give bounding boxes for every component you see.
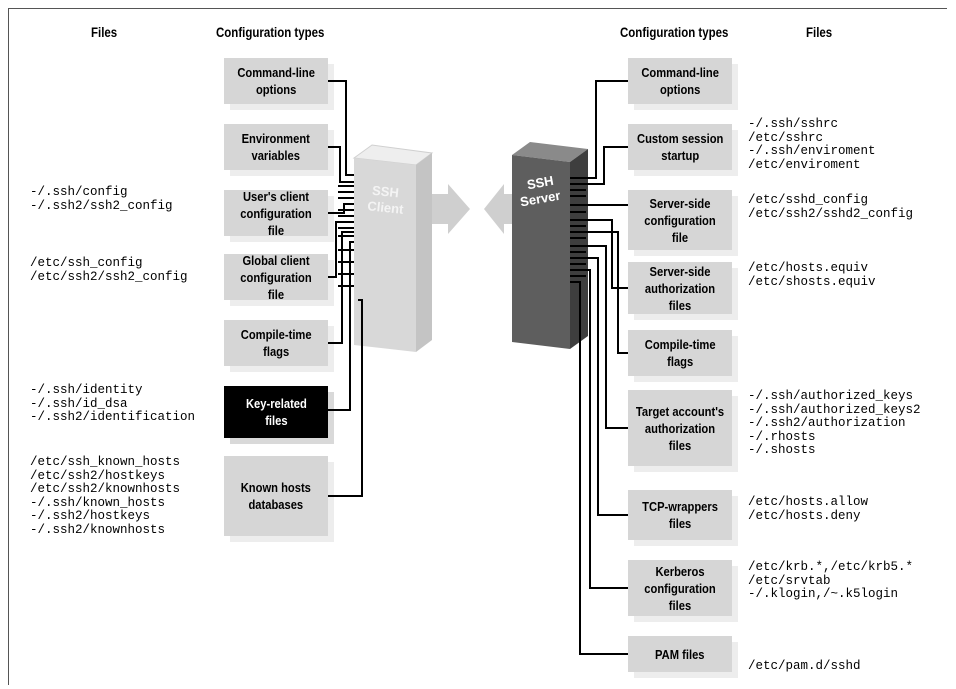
server-connector-line xyxy=(570,231,628,354)
client-type-label: Key-related files xyxy=(245,396,307,428)
server-file-list: -/.ssh/authorized_keys -/.ssh/authorized… xyxy=(748,389,921,457)
client-connector-line xyxy=(328,80,354,176)
server-connector-line xyxy=(570,269,628,589)
client-type-label: Compile-time flags xyxy=(240,327,312,359)
server-type-box: Command-line options xyxy=(628,58,732,104)
client-type-box: User's client configuration file xyxy=(224,188,328,238)
client-type-label: Known hosts databases xyxy=(240,480,312,512)
diagram-frame xyxy=(8,8,947,685)
server-connector-line xyxy=(570,80,628,179)
server-type-box: Custom session startup xyxy=(628,124,732,170)
client-type-box: Key-related files xyxy=(224,386,328,438)
client-connector-line xyxy=(328,231,354,344)
client-connector-line xyxy=(328,241,354,411)
server-type-box: TCP-wrappers files xyxy=(628,490,732,540)
server-label-line1: SSH xyxy=(526,173,555,192)
server-file-list: /etc/sshd_config /etc/ssh2/sshd2_config xyxy=(748,193,914,221)
server-type-label: Server-side configuration file xyxy=(644,195,716,245)
server-type-box: Server-side configuration file xyxy=(628,190,732,250)
server-type-label: TCP-wrappers files xyxy=(642,499,718,531)
right-files-header: Files xyxy=(806,24,833,40)
server-type-box: Kerberos configuration files xyxy=(628,560,732,616)
server-connector-line xyxy=(570,281,628,655)
server-type-label: PAM files xyxy=(655,646,705,662)
client-label-line1: SSH xyxy=(371,183,399,201)
server-type-label: Compile-time flags xyxy=(644,337,716,369)
server-type-box: Target account's authorization files xyxy=(628,390,732,466)
client-connector-line xyxy=(328,221,354,278)
client-type-box: Compile-time flags xyxy=(224,320,328,366)
client-file-list: -/.ssh/config -/.ssh2/ssh2_config xyxy=(30,185,173,213)
client-type-box: Command-line options xyxy=(224,58,328,104)
client-file-list: /etc/ssh_known_hosts /etc/ssh2/hostkeys … xyxy=(30,455,181,537)
client-connector-line xyxy=(328,146,354,183)
server-type-box: Compile-time flags xyxy=(628,330,732,376)
server-file-list: /etc/pam.d/sshd xyxy=(748,659,861,673)
server-type-label: Target account's authorization files xyxy=(635,403,725,453)
server-type-box: Server-side authorization files xyxy=(628,262,732,314)
server-connector-line xyxy=(570,245,628,429)
server-connector-line xyxy=(570,219,628,289)
client-type-box: Global client configuration file xyxy=(224,252,328,302)
server-type-label: Kerberos configuration files xyxy=(644,563,716,613)
server-label-line2: Server xyxy=(519,188,561,210)
client-type-label: User's client configuration file xyxy=(240,188,312,238)
client-type-label: Global client configuration file xyxy=(240,252,312,302)
client-type-label: Environment variables xyxy=(241,131,311,163)
client-type-label: Command-line options xyxy=(237,65,315,97)
client-file-list: -/.ssh/identity -/.ssh/id_dsa -/.ssh2/id… xyxy=(30,383,196,424)
server-type-label: Command-line options xyxy=(641,65,719,97)
server-file-list: -/.ssh/sshrc /etc/sshrc -/.ssh/enviromen… xyxy=(748,117,876,172)
left-config-types-header: Configuration types xyxy=(216,24,325,40)
server-type-label: Custom session startup xyxy=(636,131,724,163)
server-arrow-icon xyxy=(484,184,512,234)
left-files-header: Files xyxy=(91,24,118,40)
right-config-types-header: Configuration types xyxy=(620,24,729,40)
client-arrow-icon xyxy=(432,184,470,234)
server-connector-line xyxy=(570,146,628,185)
client-connector-line xyxy=(328,203,354,214)
server-type-box: PAM files xyxy=(628,636,732,672)
client-label-line2: Client xyxy=(367,198,405,217)
server-file-list: /etc/krb.*,/etc/krb5.* /etc/srvtab -/.kl… xyxy=(748,560,914,601)
server-connector-line xyxy=(570,257,628,516)
server-file-list: /etc/hosts.equiv /etc/shosts.equiv xyxy=(748,261,876,289)
client-type-box: Environment variables xyxy=(224,124,328,170)
client-connector-line xyxy=(328,299,363,497)
server-file-list: /etc/hosts.allow /etc/hosts.deny xyxy=(748,495,869,523)
client-file-list: /etc/ssh_config /etc/ssh2/ssh2_config xyxy=(30,256,188,284)
server-type-label: Server-side authorization files xyxy=(644,263,716,313)
client-type-box: Known hosts databases xyxy=(224,456,328,536)
